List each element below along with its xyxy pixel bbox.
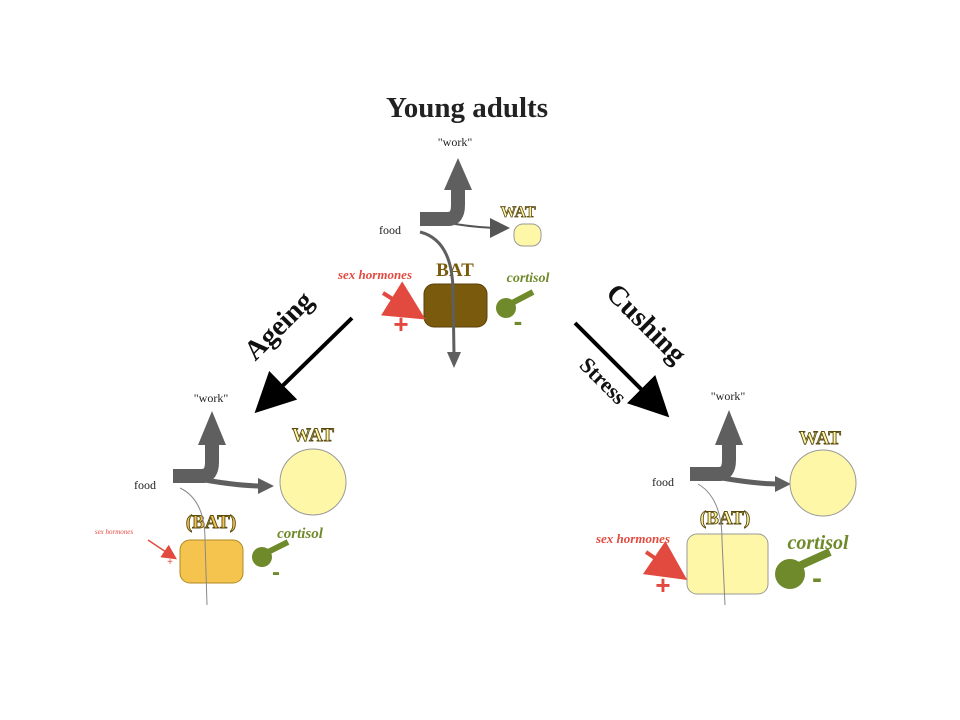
wat-tissue: [279, 448, 347, 516]
work-label: "work": [194, 391, 229, 405]
cushing-label: Cushing: [600, 278, 692, 370]
sex-hormones-label: sex hormones: [337, 267, 412, 282]
bat-label: BAT: [436, 260, 474, 281]
stress-label: Stress: [575, 352, 632, 409]
work-output-arrow: [690, 410, 743, 481]
wat-label: WAT: [292, 425, 334, 446]
ageing-label: Ageing: [238, 285, 319, 366]
cortisol-inhibitor-icon: [496, 289, 535, 318]
bat-tissue: [423, 283, 488, 328]
food-label: food: [379, 223, 401, 237]
bat-label: (BAT): [186, 512, 236, 533]
plus-sign: +: [393, 309, 408, 339]
bat-tissue: [686, 533, 769, 595]
cortisol-label: cortisol: [507, 271, 550, 286]
panel-cushing-stress: "work" food WAT (BAT) sex hormones + cor…: [595, 389, 857, 606]
cortisol-inhibitor-icon: [775, 548, 832, 589]
bat-heat-line: [179, 487, 208, 606]
wat-label: WAT: [799, 428, 841, 449]
bat-heat-arrow: [419, 230, 456, 356]
wat-label: WAT: [500, 204, 536, 221]
panel-ageing: "work" food WAT (BAT) sex hormones + cor…: [95, 391, 347, 606]
bat-tissue: [179, 539, 244, 584]
wat-tissue: [513, 223, 542, 247]
plus-sign: +: [655, 570, 670, 600]
wat-flow-arrow: [454, 217, 510, 238]
sex-hormones-arrow: [147, 539, 177, 560]
work-label: "work": [438, 135, 473, 149]
wat-flow-arrow: [721, 475, 780, 487]
wat-flow-arrow-head: [258, 478, 274, 494]
sex-hormones-label: sex hormones: [595, 531, 670, 546]
panel-young-adults: "work" food WAT BAT sex hormones + corti…: [337, 135, 550, 368]
wat-flow-arrow: [204, 477, 263, 489]
cortisol-label: cortisol: [787, 532, 849, 554]
food-label: food: [134, 478, 156, 492]
cortisol-label: cortisol: [277, 526, 324, 542]
wat-flow-arrow-head: [775, 476, 791, 492]
sex-hormones-label: sex hormones: [95, 528, 134, 536]
minus-sign: -: [812, 562, 822, 595]
minus-sign: -: [514, 306, 523, 336]
bat-heat-line: [697, 483, 726, 606]
sex-hormones-arrow: [642, 540, 688, 580]
work-label: "work": [711, 389, 746, 403]
minus-sign: -: [272, 559, 280, 586]
title: Young adults: [386, 92, 548, 124]
bat-heat-arrow-head: [447, 352, 461, 368]
cushing-stress-transition: Cushing Stress: [573, 278, 692, 418]
bat-label: (BAT): [700, 508, 750, 529]
food-label: food: [652, 475, 674, 489]
ageing-transition: Ageing: [238, 285, 354, 414]
cortisol-inhibitor-icon: [252, 539, 290, 567]
sex-hormones-arrow: [381, 281, 426, 320]
wat-tissue: [789, 449, 857, 517]
work-output-arrow: [420, 158, 472, 226]
work-output-arrow: [173, 411, 226, 483]
plus-sign: +: [167, 557, 173, 568]
